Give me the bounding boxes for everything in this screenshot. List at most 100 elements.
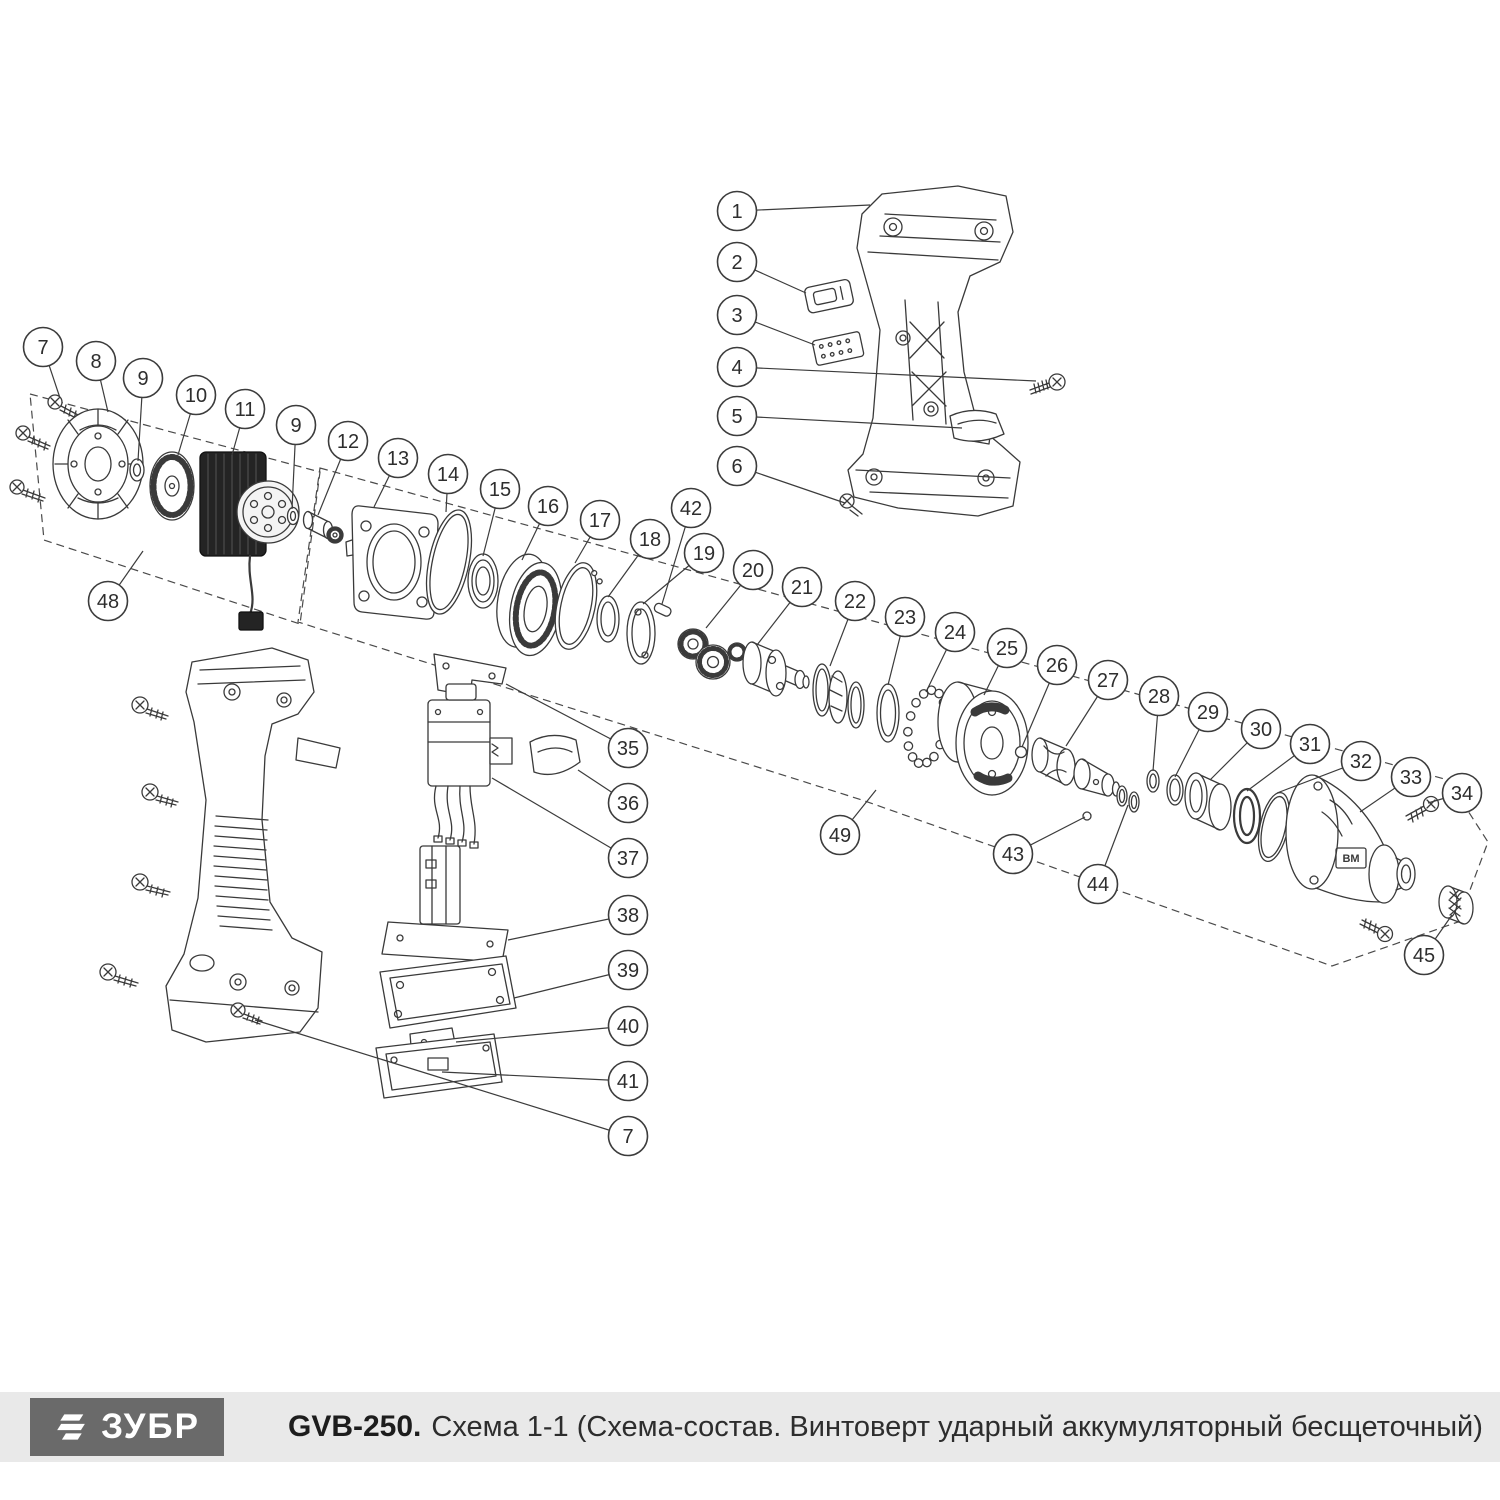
callout-30: 30 (1209, 708, 1282, 781)
svg-text:44: 44 (1087, 874, 1109, 896)
part-washer-23 (876, 683, 900, 743)
svg-text:14: 14 (437, 464, 459, 486)
diagram-caption: GVB-250. Схема 1-1 (Схема-состав. Винтов… (288, 1392, 1483, 1462)
part-forward-reverse-button (529, 734, 581, 776)
callout-44: 44 (1077, 804, 1129, 905)
callout-2: 2 (716, 241, 807, 294)
part-contact-board (811, 331, 865, 366)
part-washer-rear (129, 458, 145, 482)
callout-13: 13 (373, 437, 419, 508)
part-ball-43 (1082, 811, 1092, 821)
svg-text:12: 12 (337, 431, 359, 453)
part-terminal-bracket (381, 845, 509, 963)
callout-32: 32 (1276, 740, 1382, 794)
svg-text:17: 17 (589, 510, 611, 532)
callout-4: 4 (716, 346, 1037, 388)
callout-31: 31 (1246, 723, 1331, 792)
model-code: GVB-250. (288, 1410, 422, 1443)
callout-36: 36 (577, 769, 649, 824)
part-rotor-shaft-pinion (302, 510, 344, 544)
svg-text:6: 6 (731, 456, 742, 478)
svg-text:25: 25 (996, 638, 1018, 660)
parts-layer: BM (9, 185, 1474, 1099)
svg-text:31: 31 (1299, 734, 1321, 756)
svg-text:34: 34 (1451, 783, 1473, 805)
svg-text:10: 10 (185, 385, 207, 407)
callout-41: 41 (441, 1060, 649, 1102)
callout-24: 24 (925, 611, 976, 693)
brand-logo: ЗУБР (30, 1398, 224, 1456)
svg-text:26: 26 (1046, 655, 1068, 677)
callout-11: 11 (224, 388, 266, 456)
part-rotor-fan (149, 451, 195, 521)
part-planet-gears (677, 628, 731, 680)
housing-marking: BM (1342, 853, 1359, 865)
callout-9: 9 (122, 357, 164, 462)
svg-text:1: 1 (731, 201, 742, 223)
part-front-housing: BM (1285, 774, 1416, 904)
callout-18: 18 (607, 518, 671, 598)
callout-8: 8 (75, 340, 117, 413)
svg-text:20: 20 (742, 560, 764, 582)
callout-7: 7 (22, 326, 64, 399)
part-washer-plate-19 (626, 601, 656, 665)
svg-text:28: 28 (1148, 686, 1170, 708)
callout-14: 14 (427, 453, 469, 513)
part-bushing-30 (1184, 772, 1232, 831)
svg-text:36: 36 (617, 793, 639, 815)
part-pin-42 (653, 602, 672, 617)
footer-bar: ЗУБР GVB-250. Схема 1-1 (Схема-состав. В… (0, 1392, 1500, 1462)
part-anvil-shaft (1031, 737, 1121, 797)
callout-7: 7 (254, 1019, 649, 1157)
callout-28: 28 (1138, 675, 1180, 772)
svg-text:39: 39 (617, 960, 639, 982)
callout-43: 43 (992, 816, 1086, 875)
svg-text:11: 11 (235, 399, 256, 421)
callout-15: 15 (479, 468, 521, 557)
callout-38: 38 (507, 894, 649, 941)
svg-text:2: 2 (731, 252, 742, 274)
svg-text:13: 13 (387, 448, 409, 470)
svg-text:16: 16 (537, 496, 559, 518)
callout-3: 3 (716, 294, 816, 346)
svg-text:4: 4 (731, 357, 742, 379)
part-motor-housing-half (847, 185, 1021, 517)
callout-20: 20 (705, 549, 774, 629)
exploded-view-drawing: BM (9, 185, 1489, 1157)
svg-text:8: 8 (90, 351, 101, 373)
part-release-button (804, 278, 854, 314)
svg-text:35: 35 (617, 738, 639, 760)
callout-27: 27 (1065, 659, 1129, 747)
svg-text:38: 38 (617, 905, 639, 927)
svg-text:15: 15 (489, 479, 511, 501)
svg-text:32: 32 (1350, 751, 1372, 773)
callout-26: 26 (1021, 644, 1078, 748)
svg-text:45: 45 (1413, 945, 1435, 967)
part-battery-mount-plate (379, 955, 517, 1029)
part-handle-housing-half (165, 647, 341, 1043)
part-light-cover (949, 409, 1005, 442)
svg-text:24: 24 (944, 622, 966, 644)
callout-45: 45 (1403, 914, 1453, 976)
part-ring-gear (496, 553, 563, 657)
brand-logo-icon (57, 1414, 85, 1440)
callout-48: 48 (87, 550, 144, 622)
part-knurled-collar (1438, 885, 1474, 925)
assembly-outline-motor-group (29, 393, 321, 625)
part-spring-washers (812, 663, 865, 729)
assembly-outline-gearbox-group (297, 467, 1489, 967)
svg-text:22: 22 (844, 591, 866, 613)
svg-text:41: 41 (617, 1071, 639, 1093)
svg-text:49: 49 (829, 825, 851, 847)
callout-33: 33 (1359, 756, 1432, 813)
svg-text:19: 19 (693, 543, 715, 565)
svg-text:9: 9 (137, 368, 148, 390)
svg-text:48: 48 (97, 591, 119, 613)
callout-42: 42 (661, 487, 712, 605)
callout-5: 5 (716, 395, 963, 437)
svg-text:5: 5 (731, 406, 742, 428)
callout-37: 37 (491, 777, 649, 879)
scheme-title: Схема 1-1 (Схема-состав. Винтоверт ударн… (431, 1410, 1483, 1443)
svg-text:18: 18 (639, 529, 661, 551)
svg-text:29: 29 (1197, 702, 1219, 724)
